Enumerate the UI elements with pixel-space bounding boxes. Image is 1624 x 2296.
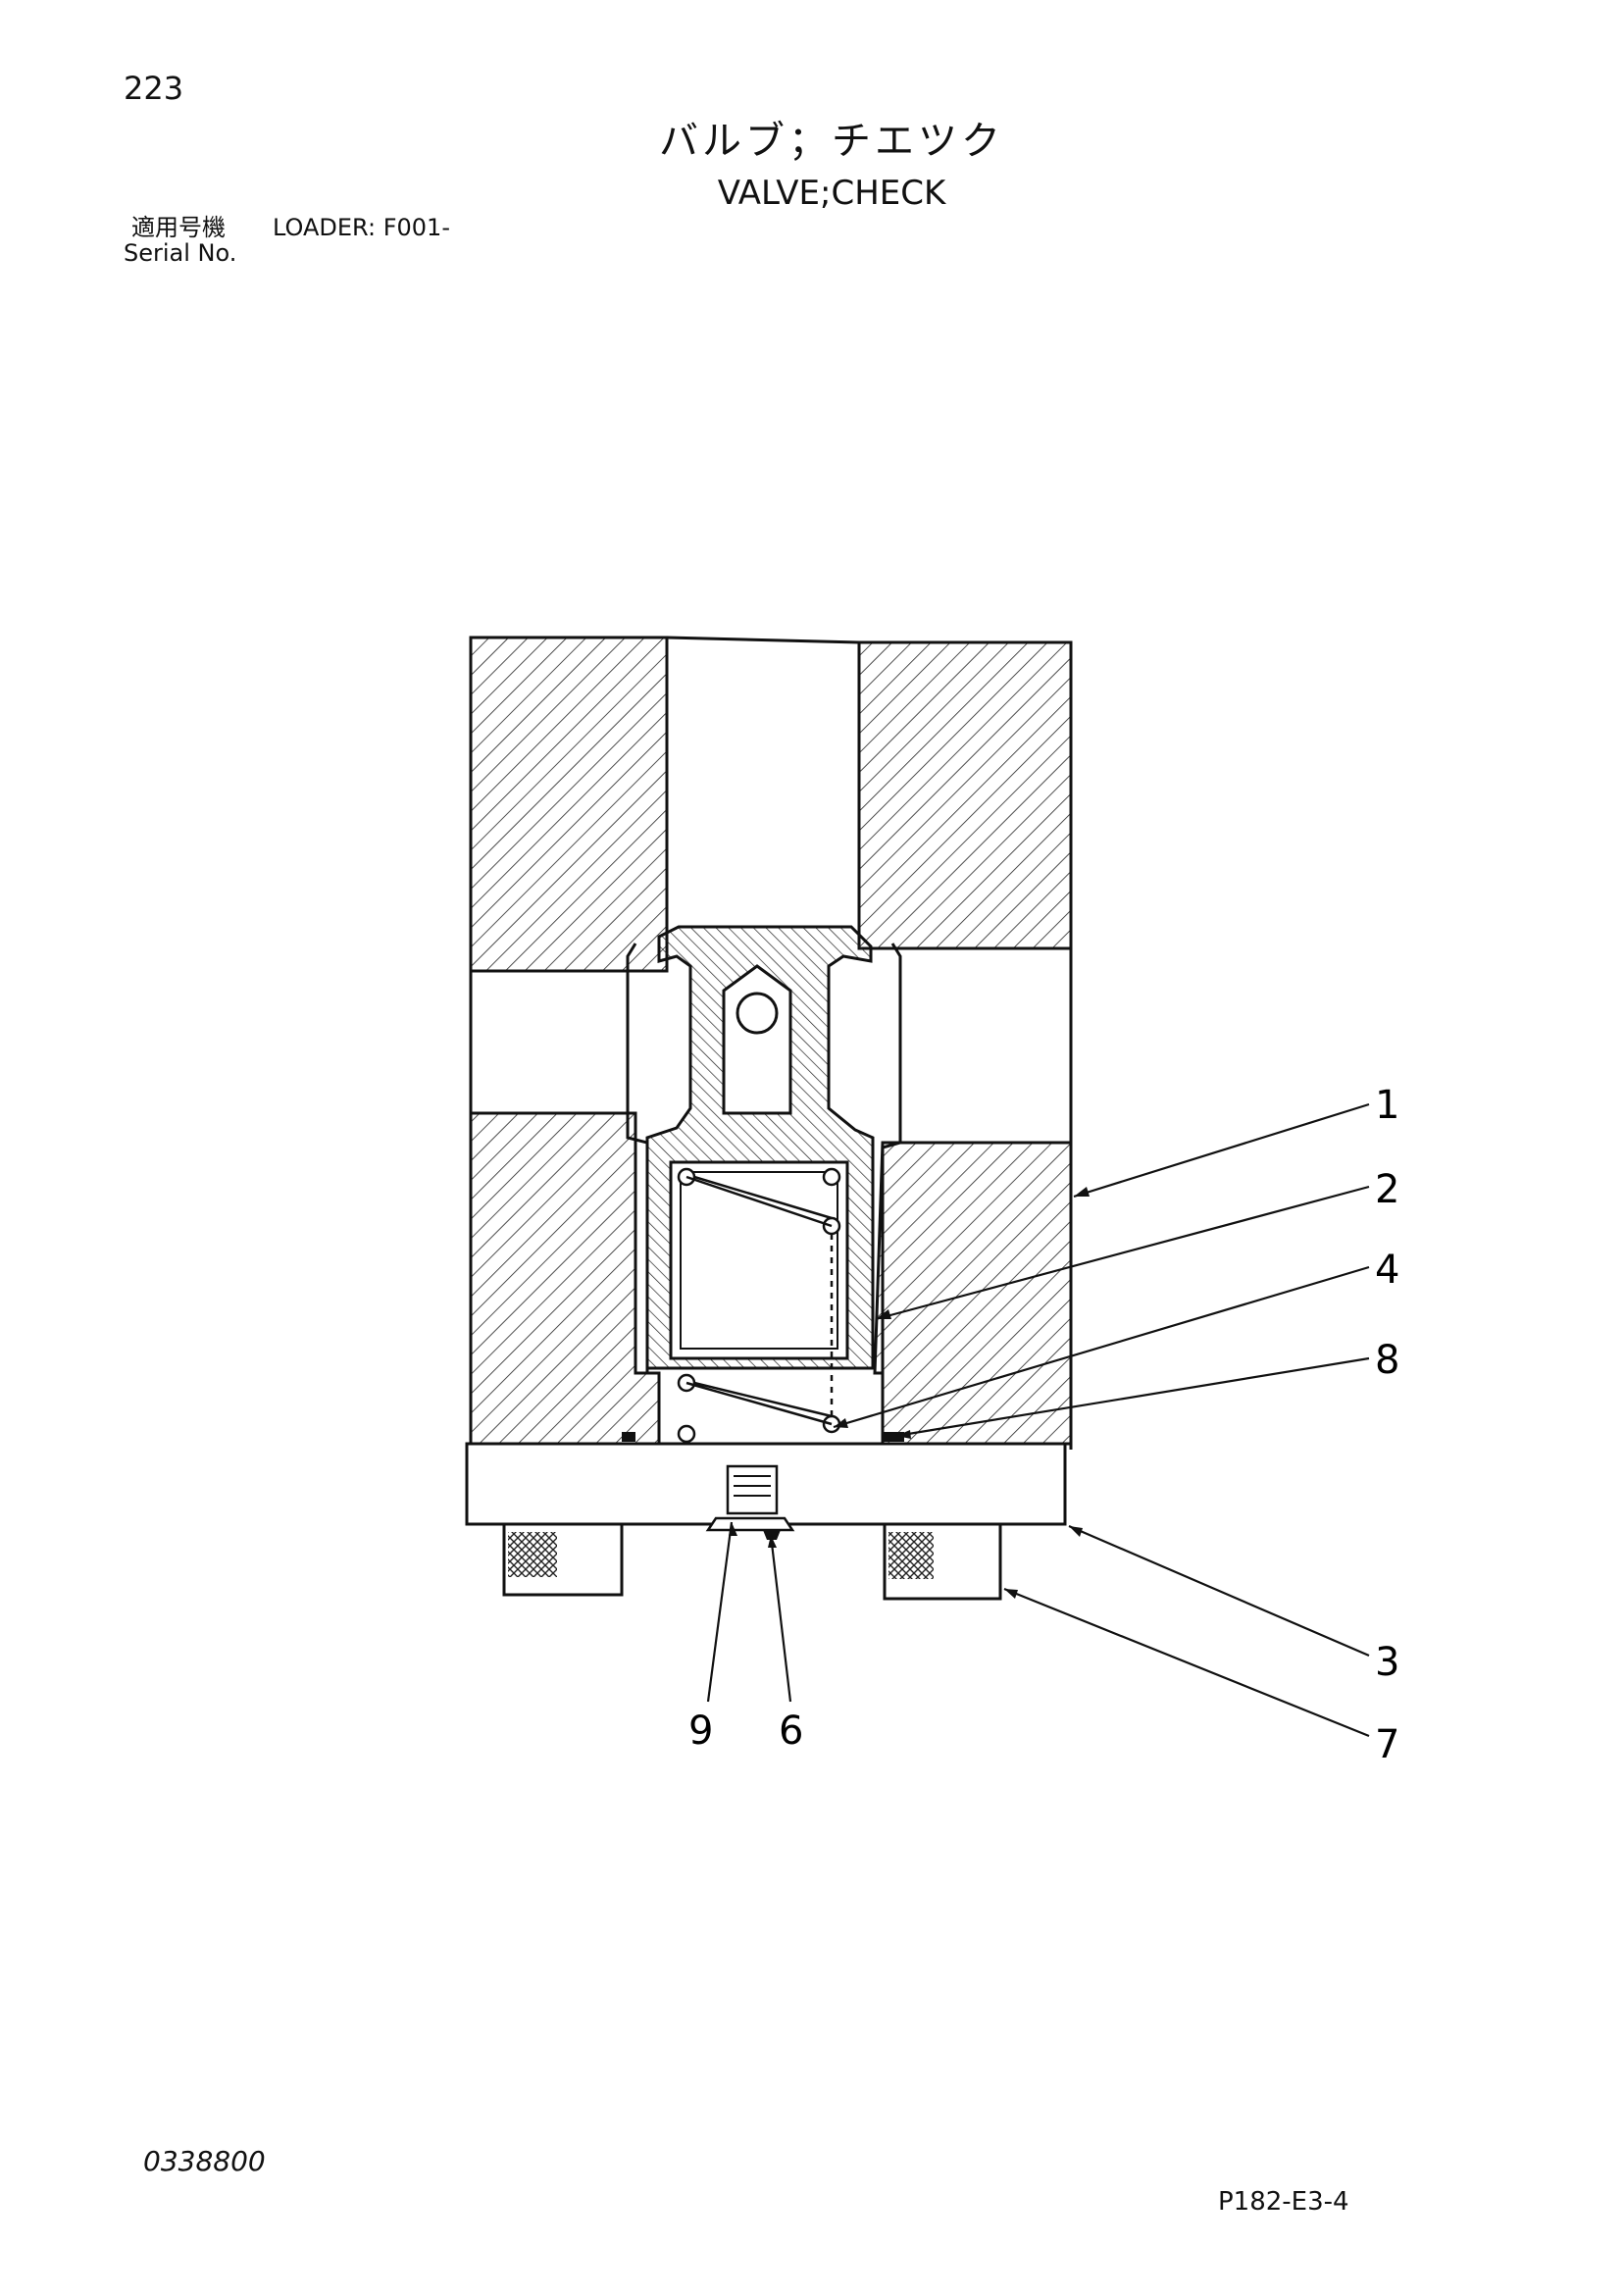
callout-9: 9 [688, 1709, 713, 1754]
o-ring [622, 1432, 904, 1442]
title-japanese: バルブ；チエツク [659, 119, 1004, 164]
callout-8: 8 [1375, 1338, 1399, 1383]
callout-4: 4 [1375, 1248, 1399, 1293]
plug [705, 1464, 795, 1540]
title-english: VALVE;CHECK [717, 174, 946, 213]
poppet [645, 925, 875, 1370]
page-number: 223 [124, 70, 184, 107]
figure-reference: P182-E3-4 [1218, 2187, 1349, 2217]
callout-1: 1 [1375, 1083, 1399, 1128]
leader-lines [706, 1102, 1370, 1738]
serial-label: Serial No. [124, 239, 237, 267]
applicable-model: LOADER: F001- [273, 214, 450, 241]
drawing-code: 0338800 [143, 2145, 266, 2177]
callout-6: 6 [779, 1709, 803, 1754]
spring [677, 1167, 841, 1444]
callout-7: 7 [1375, 1722, 1399, 1767]
callout-3: 3 [1375, 1640, 1399, 1685]
callout-2: 2 [1375, 1167, 1399, 1212]
leader-arrowheads [729, 1187, 1090, 1599]
applicable-label-japanese: 適用号機 [131, 214, 226, 241]
bolt [502, 1522, 1002, 1601]
